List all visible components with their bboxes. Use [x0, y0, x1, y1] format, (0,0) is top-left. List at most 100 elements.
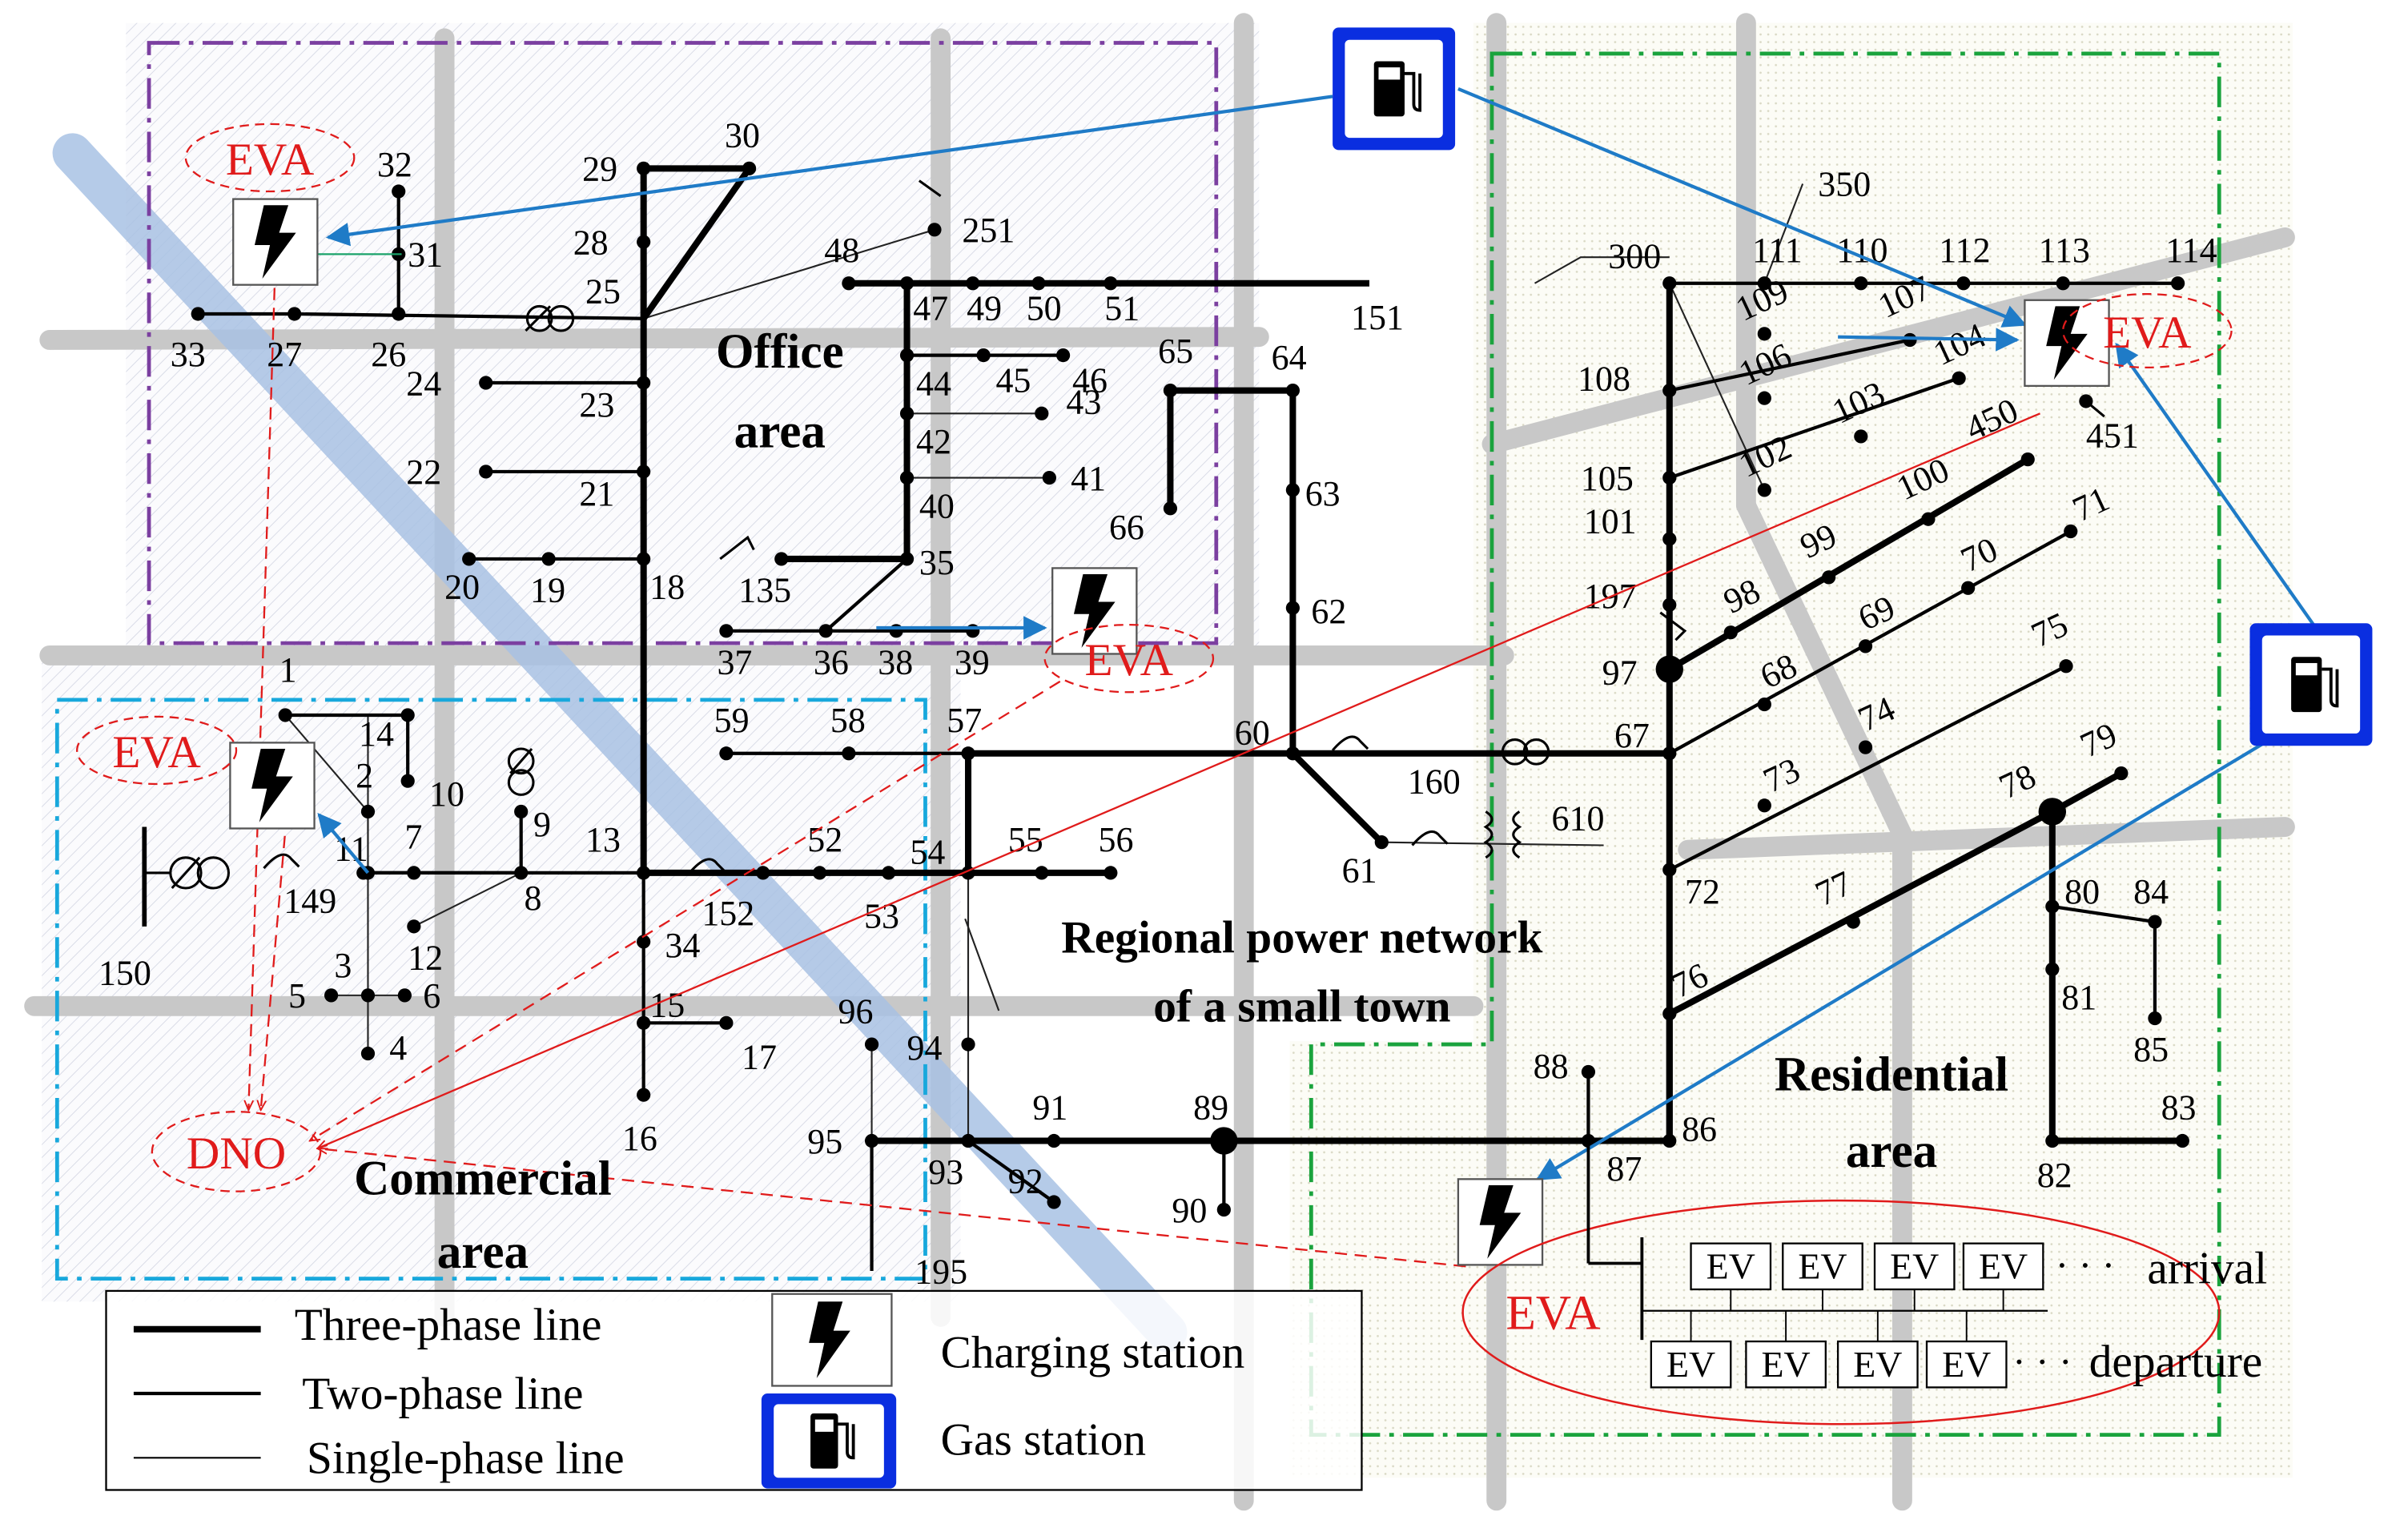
bus-label: 55	[1008, 820, 1043, 859]
bus-node	[462, 552, 476, 566]
charging-station[interactable]	[229, 742, 316, 830]
bus-label: 89	[1193, 1088, 1228, 1128]
bus-label: 11	[334, 830, 368, 869]
bus-node	[514, 804, 529, 819]
bus-node	[1662, 276, 1677, 291]
gas-station[interactable]	[1333, 27, 1456, 151]
bus-node	[479, 376, 493, 390]
bus-label: 25	[585, 272, 621, 312]
bus-label: 44	[916, 364, 951, 403]
bus-label: 93	[928, 1152, 963, 1192]
residential-area-title-2: area	[1846, 1124, 1937, 1178]
bus-node	[1285, 383, 1300, 398]
bus-node	[1047, 1133, 1061, 1148]
diagonal-road	[52, 133, 1188, 1353]
bus-label: 51	[1104, 289, 1140, 328]
bus-node	[400, 774, 415, 788]
line-111-350	[1763, 183, 1804, 284]
bus-label: 151	[1351, 298, 1404, 337]
bus-label: 13	[585, 820, 621, 859]
eva-ellipse	[1461, 1199, 2221, 1426]
bus-label: 30	[725, 116, 760, 155]
bus-label: 49	[967, 289, 1002, 328]
residential-area-title: Residential	[1775, 1047, 2008, 1101]
bus-node	[966, 624, 980, 638]
bus-node	[966, 276, 980, 291]
bus-node	[1757, 697, 1771, 712]
eva-ellipse	[184, 123, 356, 193]
bus-label: 195	[915, 1252, 967, 1291]
bus-label: 40	[919, 486, 955, 525]
bus-label: 86	[1682, 1110, 1717, 1149]
bus-node	[400, 708, 415, 722]
bus-node	[2056, 276, 2070, 291]
bus-node	[899, 406, 915, 420]
bus-node	[1103, 276, 1118, 291]
bus-label: 14	[359, 714, 394, 754]
bus-label: 101	[1584, 501, 1637, 541]
charging-station[interactable]	[232, 198, 319, 286]
bus-node	[961, 1133, 975, 1148]
line-108-107	[1669, 338, 1911, 392]
bus-label: 95	[807, 1122, 842, 1161]
charging-station[interactable]	[1051, 567, 1138, 655]
bus-node	[637, 1088, 651, 1102]
bus-node	[287, 307, 302, 321]
bus-node	[637, 161, 651, 175]
bus-node	[1952, 371, 1966, 385]
voltage-regulator-icon	[507, 747, 535, 796]
bus-node	[812, 866, 827, 880]
bus-label: 72	[1685, 872, 1720, 911]
bus-node	[397, 988, 412, 1003]
bus-label: 58	[830, 701, 866, 740]
bus-node	[360, 1046, 376, 1061]
bus-node	[1216, 1202, 1231, 1217]
bus-label: 22	[406, 452, 441, 492]
bus-label: 85	[2133, 1030, 2169, 1069]
bus-nodes	[191, 161, 2189, 1217]
bus-node	[360, 804, 376, 819]
dno-ellipse	[151, 1111, 322, 1192]
bus-label: 34	[665, 926, 700, 965]
bus-node	[1846, 915, 1860, 929]
ev-departure-dots: · · ·	[2012, 1340, 2072, 1384]
bus-node	[407, 919, 421, 934]
bus-node	[191, 307, 205, 321]
bus-node	[541, 552, 556, 566]
bus-label: 12	[408, 938, 443, 977]
ev-label: EV	[1762, 1344, 1811, 1385]
line-8-12	[413, 871, 522, 927]
gas-station[interactable]	[2249, 623, 2373, 746]
bus-label: 152	[701, 894, 754, 933]
bus-node	[2148, 915, 2162, 929]
charging-station[interactable]	[1457, 1178, 1544, 1266]
bus-node	[1822, 570, 1836, 585]
bus-node	[899, 276, 915, 291]
bus-label: 451	[2086, 416, 2139, 455]
ev-label: EV	[1798, 1246, 1847, 1287]
line-61-610	[1381, 841, 1604, 846]
eva-label: EVA	[1506, 1286, 1601, 1341]
bus-label: 62	[1311, 592, 1346, 631]
bus-label: 54	[910, 832, 945, 871]
bus-label: 82	[2037, 1156, 2072, 1195]
bus-node	[324, 988, 339, 1003]
line-35-36	[824, 557, 908, 633]
bus-label: 9	[533, 805, 551, 844]
bus-label: 28	[573, 223, 609, 262]
office-area-title-2: area	[734, 404, 826, 458]
bus-label: 33	[171, 335, 206, 374]
bus-label: 41	[1071, 459, 1106, 498]
ev-box	[1873, 1242, 1956, 1291]
bus-node	[842, 746, 856, 761]
switch-icon	[1331, 735, 1369, 751]
bus-label: 37	[717, 642, 752, 682]
bus-label: 26	[371, 335, 406, 374]
bus-label: 43	[1066, 382, 1101, 421]
bus-label: 66	[1109, 508, 1144, 547]
bus-node	[889, 624, 903, 638]
bus-label: 350	[1818, 165, 1871, 204]
bus-label: 94	[907, 1028, 943, 1068]
fuel-pump-icon	[2291, 657, 2339, 713]
line-stub	[1534, 256, 1670, 284]
